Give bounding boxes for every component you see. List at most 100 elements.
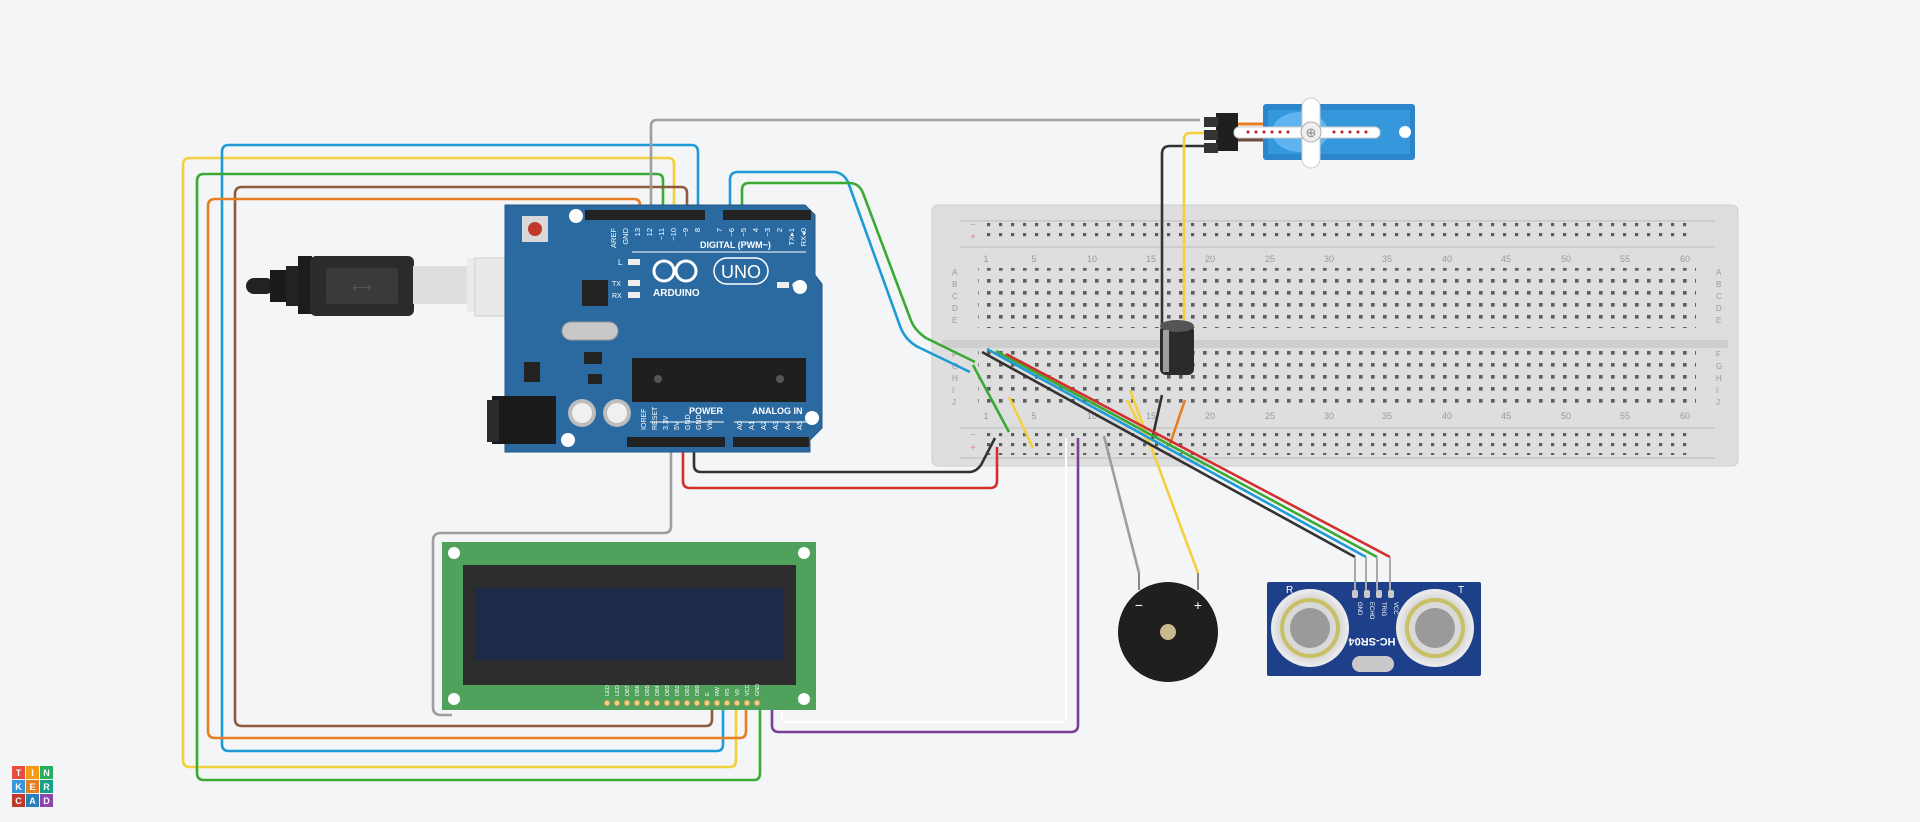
servo-screw-icon: ⊕ [1306,125,1317,140]
lcd-pin-label: DB0 [695,685,701,696]
wires[interactable] [181,118,1391,782]
wire-yellow-servo [1182,131,1210,325]
bottom-power-rail[interactable] [980,431,1688,455]
wire-gray-lcd [431,438,673,717]
column-number: 5 [1031,254,1036,264]
power-pin-label: GND [685,414,692,430]
wire-yellow-jumper [1007,396,1035,449]
analog-pin-label: A0 [735,421,744,430]
rail-minus-top: − [970,220,976,231]
wire-gray-buzzer [1102,435,1141,574]
holes-bottom-block[interactable] [978,350,1696,410]
lcd-pin[interactable] [653,699,661,707]
lcd-pin-label: DB3 [665,685,671,696]
logo-tile [12,766,25,779]
digital-header-left[interactable] [585,210,705,220]
power-header[interactable] [627,437,725,447]
lcd-pin[interactable] [743,699,751,707]
column-number: 25 [1265,254,1275,264]
wire-orange-jumper [1168,399,1187,445]
row-letter: A [1716,268,1722,277]
lcd-pin[interactable] [603,699,611,707]
servo-connector[interactable] [1216,113,1238,151]
row-letter: G [1716,362,1722,371]
arduino-logo-icon [652,259,698,283]
lcd-pin-label: VCC [745,684,751,696]
logo-tile [26,766,39,779]
digital-pin-label: ~11 [657,228,666,240]
lcd-pin[interactable] [643,699,651,707]
row-letter: J [952,398,956,407]
row-letter: D [952,304,958,313]
hc-sr04-label: HC-SR04 [1348,635,1396,647]
analog-pin-label: A1 [747,421,756,430]
lcd-pin[interactable] [673,699,681,707]
column-number: 60 [1680,411,1690,421]
lcd-pin-label: LED [615,685,621,696]
ultrasonic-pin-label: TRIG [1380,602,1386,617]
lcd-pin[interactable] [693,699,701,707]
wire-black-servo [1160,144,1205,330]
electrolytic-capacitor[interactable] [1160,320,1194,375]
column-number: 50 [1561,411,1571,421]
column-number: 50 [1561,254,1571,264]
analog-pin-label: A3 [771,421,780,430]
lcd-pin[interactable] [613,699,621,707]
servo-horn[interactable]: ⊕ [1233,97,1381,169]
column-number: 10 [1087,411,1097,421]
analog-header[interactable] [733,437,809,447]
holes-top-block[interactable] [978,268,1696,328]
column-number: 55 [1620,411,1630,421]
lcd-pin[interactable] [753,699,761,707]
ultrasonic-pin-label: GND [1356,602,1362,616]
wire-orange-lcd [206,197,748,740]
arduino-uno[interactable]: L TX RX ON UNO ARDUINO DIGITAL (PWM~) PO… [487,204,823,453]
row-letter: H [952,374,958,383]
lcd-pin[interactable] [623,699,631,707]
lcd-pin[interactable] [683,699,691,707]
digital-pin-label: GND [621,227,630,244]
crystal-oscillator [1352,656,1394,672]
row-letter: E [952,316,957,325]
lcd-pin[interactable] [723,699,731,707]
column-number: 30 [1324,254,1334,264]
wire-green-bb [740,181,976,364]
digital-header-right[interactable] [723,210,811,220]
piezo-buzzer[interactable]: − + [1118,573,1218,682]
lcd-pin[interactable] [713,699,721,707]
ultrasonic-pin[interactable] [1364,590,1370,598]
column-number: 25 [1265,411,1275,421]
logo-tile [40,780,53,793]
rail-minus-bottom: − [970,430,976,441]
row-letter: C [1716,292,1722,301]
logo-tile [40,766,53,779]
ultrasonic-pin[interactable] [1352,590,1358,598]
column-number: 35 [1382,254,1392,264]
ultrasonic-pin[interactable] [1388,590,1394,598]
logo-tile [26,794,39,807]
reset-button[interactable] [528,222,542,236]
lcd-pin[interactable] [703,699,711,707]
lcd-pin[interactable] [733,699,741,707]
lcd-pin[interactable] [633,699,641,707]
column-number: 60 [1680,254,1690,264]
power-jack[interactable] [492,396,556,444]
servo-motor[interactable]: ⊕ [1204,97,1415,169]
logo-tile [26,780,39,793]
lcd-pin[interactable] [663,699,671,707]
column-number: 20 [1205,254,1215,264]
column-number: 35 [1382,411,1392,421]
digital-pin-label: ~9 [681,228,690,237]
top-power-rail[interactable] [980,219,1688,243]
digital-pin-label: 4 [751,228,760,232]
ultrasonic-pin[interactable] [1376,590,1382,598]
